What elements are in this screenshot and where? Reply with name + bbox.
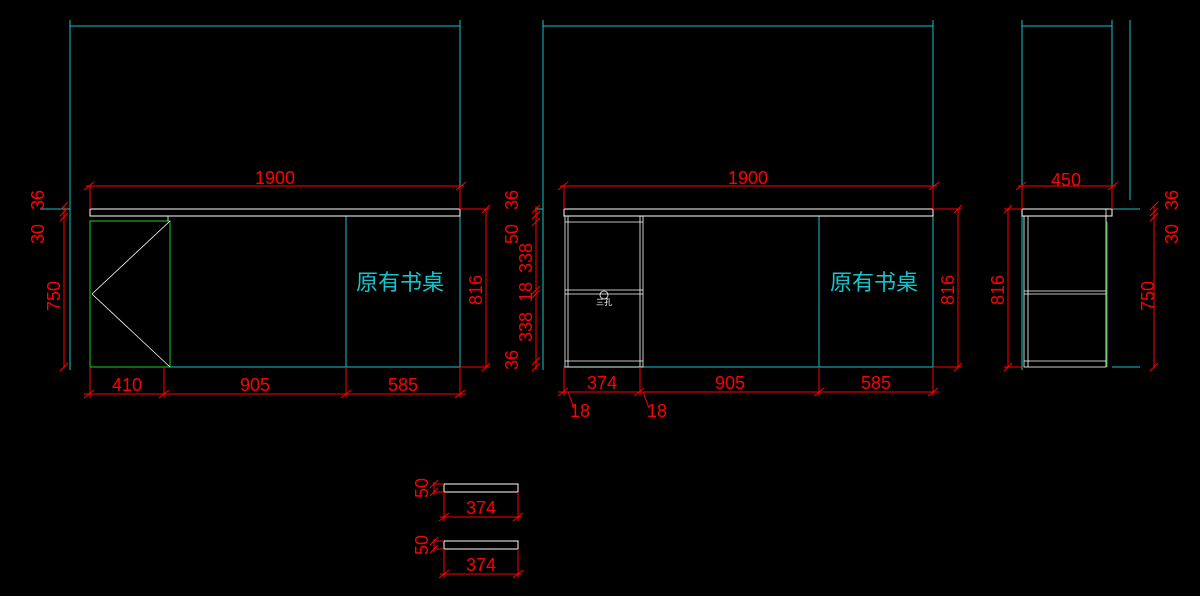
vdim-1: 36 [502,190,522,210]
gap-dim: 30 [1162,224,1182,244]
elevation-view-1: 1900 36 30 750 816 410 905 585 原有书桌 [28,20,491,399]
piece-width-dim: 374 [466,555,496,575]
piece-height-dim: 50 [412,535,432,555]
overall-height-dim: 816 [988,275,1008,305]
height-dim: 750 [44,281,64,311]
overall-height-dim: 816 [938,275,958,305]
height-dim: 750 [1138,281,1158,311]
segment-dim-1: 374 [587,373,617,393]
desk-label: 原有书桌 [356,271,444,296]
segment-dim-2: 905 [240,375,270,395]
desk-label: 原有书桌 [830,271,918,296]
vdim-4: 18 [516,282,536,302]
detail-piece-1: 50 374 [412,478,524,522]
sub-dim-1: 18 [570,401,590,421]
segment-dim-3: 585 [861,373,891,393]
vdim-5: 338 [516,312,536,342]
top-thickness-dim: 36 [1162,190,1182,210]
piece-height-dim: 50 [412,478,432,498]
total-width-dim: 1900 [728,168,768,188]
segment-dim-1: 410 [112,375,142,395]
segment-dim-2: 905 [715,373,745,393]
elevation-view-2: 三孔 [502,20,963,421]
width-dim: 450 [1051,170,1081,190]
sub-dim-2: 18 [647,401,667,421]
vdim-6: 36 [502,350,522,370]
top-thickness-dim: 36 [28,190,48,210]
vdim-2: 50 [502,224,522,244]
segment-dim-3: 585 [388,375,418,395]
side-view: 450 816 36 30 750 [988,20,1182,372]
overall-height-dim: 816 [466,275,486,305]
hole-label: 三孔 [596,298,612,307]
gap-dim: 30 [28,224,48,244]
vdim-3: 338 [516,243,536,273]
total-width-dim: 1900 [255,168,295,188]
piece-width-dim: 374 [466,498,496,518]
detail-piece-2: 50 374 [412,535,524,579]
